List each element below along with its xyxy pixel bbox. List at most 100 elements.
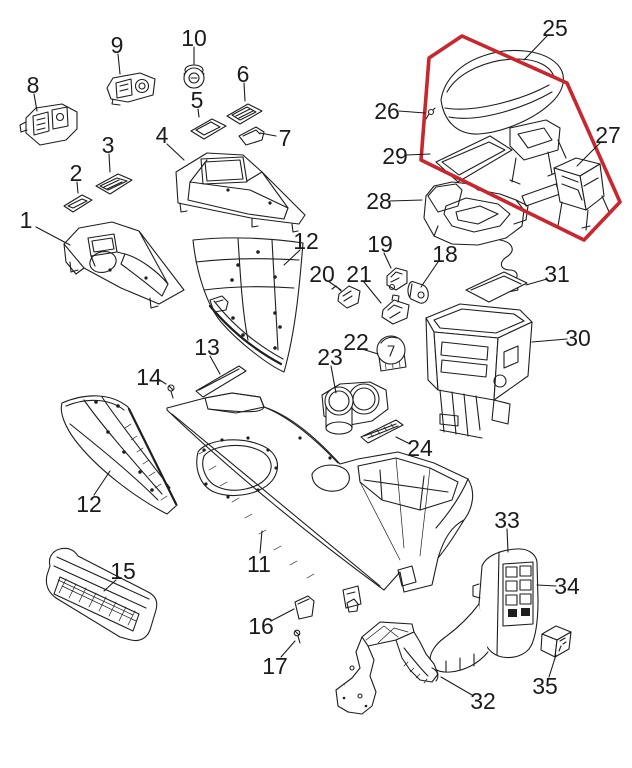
part-15-mesh-grille[interactable] bbox=[45, 547, 158, 642]
part-24-trim-strip[interactable] bbox=[360, 419, 404, 444]
part-label-17[interactable]: 17 bbox=[262, 653, 288, 679]
leader-line-25 bbox=[523, 35, 548, 61]
leader-line-2 bbox=[76, 181, 79, 194]
leader-line-33 bbox=[506, 528, 509, 553]
part-14-screw[interactable] bbox=[167, 384, 175, 399]
part-19-connector[interactable] bbox=[386, 267, 408, 291]
part-label-16[interactable]: 16 bbox=[248, 613, 274, 639]
leader-line-27 bbox=[576, 142, 601, 167]
part-label-12a[interactable]: 12 bbox=[293, 228, 319, 254]
part-20-clip[interactable] bbox=[331, 285, 361, 309]
leader-line-19 bbox=[383, 252, 392, 269]
part-label-23[interactable]: 23 bbox=[317, 344, 343, 370]
part-label-10[interactable]: 10 bbox=[181, 25, 207, 51]
part-label-30[interactable]: 30 bbox=[565, 325, 591, 351]
part-1-console-frame-lower[interactable] bbox=[63, 221, 185, 309]
leader-line-21 bbox=[363, 281, 382, 304]
part-33-rear-trim-panel[interactable] bbox=[429, 548, 539, 673]
part-29-liner-mat[interactable] bbox=[435, 135, 513, 183]
part-label-29[interactable]: 29 bbox=[382, 143, 408, 169]
leader-line-12b bbox=[93, 470, 111, 496]
part-11-console-body[interactable] bbox=[166, 392, 474, 613]
leader-line-11 bbox=[259, 530, 263, 554]
part-4-console-frame-upper[interactable] bbox=[175, 152, 306, 233]
leader-line-31 bbox=[525, 278, 548, 286]
leader-line-32 bbox=[440, 676, 473, 696]
diagram-artwork bbox=[19, 49, 611, 715]
part-25-armrest-lid[interactable] bbox=[440, 49, 567, 185]
part-17-screw[interactable] bbox=[293, 629, 301, 644]
part-7-trim-cap[interactable] bbox=[238, 126, 265, 146]
part-label-22[interactable]: 22 bbox=[343, 329, 369, 355]
part-label-3[interactable]: 3 bbox=[102, 132, 115, 158]
part-5-bezel-ring[interactable] bbox=[190, 118, 227, 140]
part-13-filler-panel[interactable] bbox=[195, 365, 247, 398]
part-2-trim-bezel-small[interactable] bbox=[63, 194, 93, 213]
selection-highlight-outline bbox=[419, 34, 622, 242]
part-label-27[interactable]: 27 bbox=[595, 122, 621, 148]
leader-line-1 bbox=[35, 226, 71, 246]
part-26-screw[interactable] bbox=[425, 107, 436, 120]
leader-line-34 bbox=[536, 584, 557, 587]
part-label-25[interactable]: 25 bbox=[542, 15, 568, 41]
part-label-18[interactable]: 18 bbox=[432, 241, 458, 267]
leader-line-12a bbox=[283, 249, 301, 266]
leader-line-5 bbox=[197, 108, 200, 118]
part-label-4[interactable]: 4 bbox=[156, 122, 169, 148]
leader-line-3 bbox=[108, 153, 111, 173]
part-label-32[interactable]: 32 bbox=[470, 688, 496, 714]
part-35-switch-cube[interactable] bbox=[540, 625, 572, 658]
part-label-2[interactable]: 2 bbox=[70, 160, 83, 186]
part-label-35[interactable]: 35 bbox=[532, 673, 558, 699]
leader-line-16 bbox=[270, 608, 295, 622]
part-label-31[interactable]: 31 bbox=[544, 261, 570, 287]
part-16-access-cover[interactable] bbox=[294, 595, 315, 620]
part-label-33[interactable]: 33 bbox=[494, 507, 520, 533]
part-label-12b[interactable]: 12 bbox=[76, 491, 102, 517]
leader-line-15 bbox=[103, 579, 117, 592]
part-label-26[interactable]: 26 bbox=[374, 98, 400, 124]
leader-line-7 bbox=[259, 132, 277, 137]
part-9-switch-panel[interactable] bbox=[106, 72, 156, 106]
part-label-9[interactable]: 9 bbox=[111, 32, 124, 58]
part-34-switch-bank[interactable] bbox=[505, 565, 532, 617]
part-label-8[interactable]: 8 bbox=[27, 72, 40, 98]
part-18-lighter-element[interactable] bbox=[407, 281, 429, 304]
part-label-7[interactable]: 7 bbox=[279, 125, 292, 151]
leader-line-28 bbox=[389, 199, 423, 202]
part-label-19[interactable]: 19 bbox=[367, 231, 393, 257]
part-8-switch-block[interactable] bbox=[19, 103, 78, 146]
part-21-connector[interactable] bbox=[381, 294, 410, 325]
leader-line-4 bbox=[166, 143, 185, 161]
part-label-14[interactable]: 14 bbox=[136, 364, 162, 390]
part-10-power-outlet[interactable] bbox=[183, 64, 205, 89]
part-label-1[interactable]: 1 bbox=[20, 207, 33, 233]
part-label-5[interactable]: 5 bbox=[191, 87, 204, 113]
part-label-6[interactable]: 6 bbox=[237, 61, 250, 87]
part-label-34[interactable]: 34 bbox=[554, 573, 580, 599]
part-label-15[interactable]: 15 bbox=[110, 558, 136, 584]
part-6-bezel-ring[interactable] bbox=[226, 103, 263, 125]
leader-line-29 bbox=[405, 153, 431, 156]
leader-line-20 bbox=[327, 280, 342, 291]
part-32-rear-bracket[interactable] bbox=[335, 621, 439, 715]
part-12-side-panel-left[interactable] bbox=[60, 395, 178, 515]
part-label-11[interactable]: 11 bbox=[247, 551, 271, 577]
part-label-28[interactable]: 28 bbox=[366, 188, 392, 214]
leader-line-26 bbox=[398, 110, 426, 114]
part-30-bracket-assembly[interactable] bbox=[425, 303, 533, 439]
part-label-13[interactable]: 13 bbox=[194, 334, 220, 360]
part-31-foam-pad[interactable] bbox=[465, 271, 528, 303]
part-label-20[interactable]: 20 bbox=[309, 261, 335, 287]
leader-line-9 bbox=[117, 53, 121, 75]
leader-line-30 bbox=[531, 338, 568, 343]
part-12-side-panel-right[interactable] bbox=[192, 237, 304, 373]
part-3-trim-bezel-ribbed[interactable] bbox=[95, 173, 133, 195]
part-23-cupholder[interactable] bbox=[321, 381, 389, 435]
leader-line-23 bbox=[330, 365, 337, 394]
leader-line-18 bbox=[420, 261, 439, 288]
part-22-cup-insert[interactable] bbox=[376, 335, 407, 372]
part-27-latch-bracket[interactable] bbox=[521, 157, 611, 231]
part-label-21[interactable]: 21 bbox=[346, 261, 372, 287]
part-label-24[interactable]: 24 bbox=[407, 435, 433, 461]
